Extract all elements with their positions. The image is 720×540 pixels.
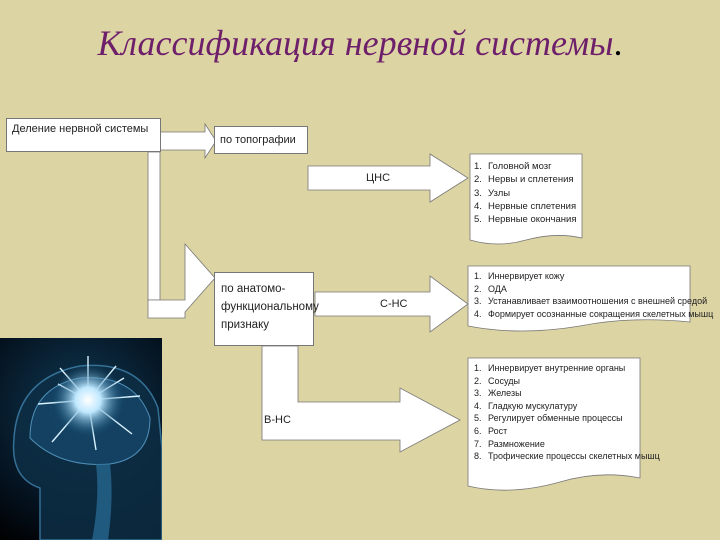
doc-shape-autonomic — [467, 357, 641, 491]
list-item: 5.Регулирует обменные процессы — [474, 413, 623, 424]
root-down-connector — [147, 151, 161, 301]
list-item: 7.Размножение — [474, 438, 545, 449]
list-autonomic: 1.Иннервирует внутренние органы 2.Сосуды… — [474, 362, 660, 463]
brain-glow-illustration — [12, 356, 162, 540]
arrow-label-cns: ЦНС — [366, 172, 391, 184]
slide-title-text: Классификация нервной системы — [97, 23, 614, 63]
list-item: 1.Головной мозг — [474, 161, 552, 172]
doc-shape-somatic — [467, 265, 691, 332]
list-item: 6.Рост — [474, 425, 508, 436]
list-item: 2.ОДА — [474, 283, 507, 294]
spine-shape — [92, 464, 112, 540]
arrow-label-ans: В-НС — [264, 414, 291, 426]
list-item: 4.Гладкую мускулатуру — [474, 400, 578, 411]
list-item: 1.Иннервирует кожу — [474, 271, 565, 281]
doc-shape-topo — [469, 153, 583, 245]
topo-box: по топографии — [214, 126, 308, 154]
list-item: 3.Железы — [474, 388, 522, 399]
arrow-cns — [307, 153, 469, 203]
list-item: 2.Нервы и сплетения — [474, 174, 574, 186]
slide-title-dot: . — [613, 23, 623, 63]
list-item: 4.Нервные сплетения — [474, 200, 577, 212]
root-box: Деление нервной системы — [6, 118, 161, 152]
arrow-somatic — [314, 275, 469, 333]
topo-box-label: по топографии — [220, 134, 296, 146]
root-box-label: Деление нервной системы — [12, 123, 149, 135]
list-item: 3.Узлы — [474, 187, 511, 199]
arrow-autonomic — [261, 345, 461, 453]
slide-title: Классификация нервной системы. — [0, 22, 720, 64]
neuron-glow — [52, 364, 124, 436]
list-item: 2.Сосуды — [474, 375, 520, 386]
anatomo-line-3: признаку — [221, 318, 269, 331]
anatomo-line-2: функциональному — [221, 300, 319, 313]
list-item: 5.Нервные окончания — [474, 214, 577, 226]
list-item: 8.Трофические процессы скелетных мышц — [474, 451, 660, 462]
list-topo: 1.Головной мозг 2.Нервы и сплетения 3.Уз… — [474, 160, 576, 226]
arrow-root-to-anatomo — [147, 242, 216, 319]
list-somatic: 1.Иннервирует кожу 2.ОДА 3.Устанавливает… — [474, 270, 713, 320]
list-item: 1.Иннервирует внутренние органы — [474, 363, 626, 373]
arrow-root-to-topo — [159, 122, 217, 160]
list-item: 3.Устанавливает взаимоотношения с внешне… — [474, 296, 708, 307]
anatomo-box: по анатомо- функциональному признаку — [214, 272, 319, 346]
brain-image — [0, 338, 162, 540]
arrow-label-sns: С-НС — [380, 298, 408, 310]
anatomo-line-1: по анатомо- — [221, 283, 286, 295]
list-item: 4.Формирует осознанные сокращения скелет… — [474, 308, 714, 319]
